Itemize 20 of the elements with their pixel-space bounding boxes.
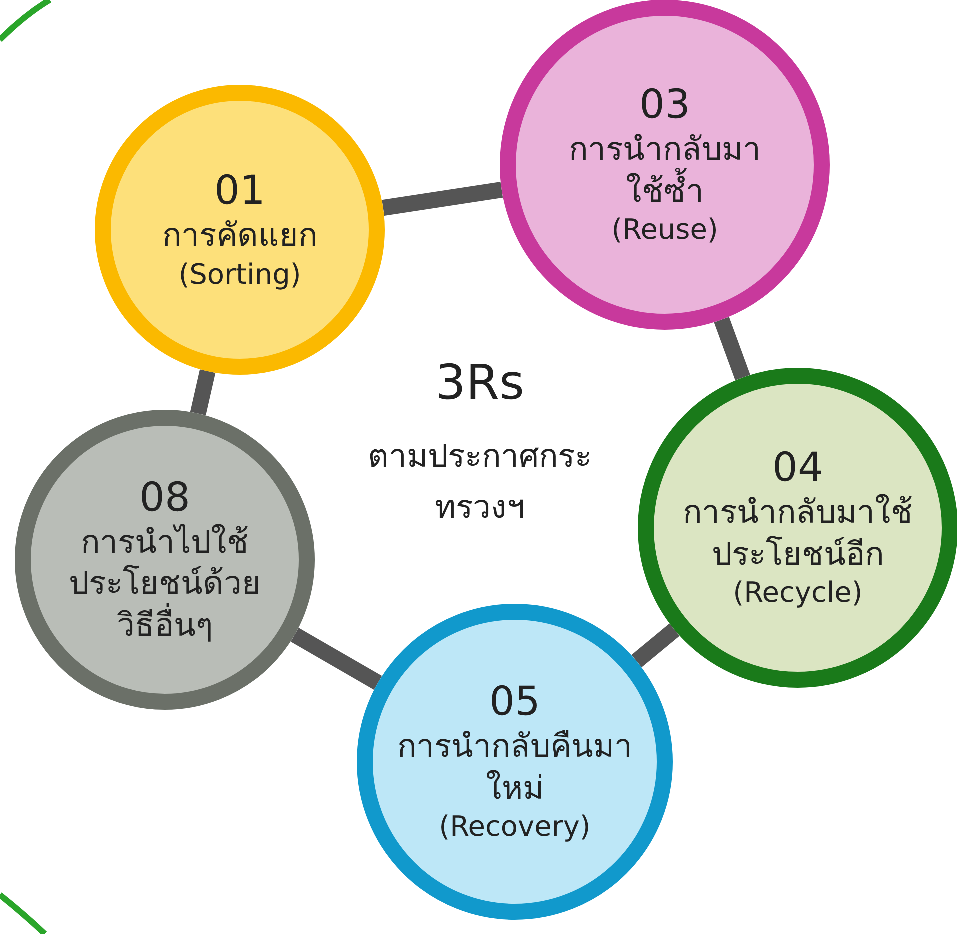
step-title: การคัดแยก: [162, 215, 318, 256]
step-number: 08: [140, 474, 190, 522]
connector-line: [290, 628, 382, 690]
step-subtitle: (Reuse): [612, 212, 718, 248]
step-title: การนำกลับมาใช้ซ้ำ: [568, 129, 762, 212]
step-subtitle: (Recovery): [439, 809, 591, 846]
step-subtitle: (Sorting): [178, 256, 302, 293]
step-number: 05: [490, 678, 540, 726]
step-number: 04: [772, 444, 824, 492]
step-title: การนำไปใช้ประโยชน์ด้วยวิธีอื่นๆ: [68, 522, 262, 646]
connector-line: [714, 317, 750, 381]
step-number: 03: [640, 81, 690, 130]
center-subtitle: ตามประกาศกระทรวงฯ: [367, 436, 593, 528]
connector-line: [382, 182, 504, 216]
step-subtitle: (Recycle): [733, 575, 863, 612]
step-title: การนำกลับมาใช้ประโยชน์อีก: [682, 492, 914, 575]
step-title: การนำกลับคืนมาใหม่: [396, 726, 634, 809]
step-number: 01: [214, 167, 266, 215]
center-title: 3Rs: [434, 355, 526, 411]
connector-line: [190, 370, 216, 416]
